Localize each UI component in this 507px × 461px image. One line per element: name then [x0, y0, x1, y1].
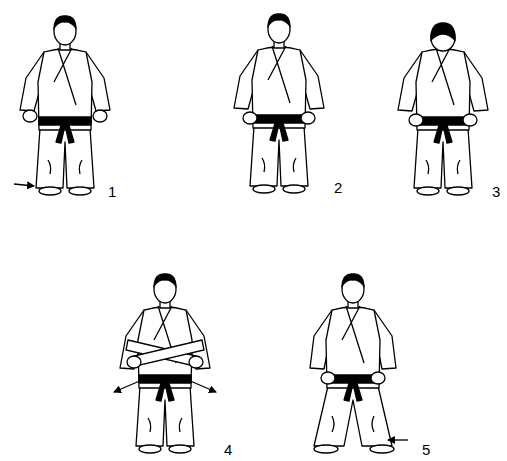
callout-number: 4 [224, 442, 232, 457]
callout-number: 2 [334, 180, 342, 195]
callout-number: 5 [422, 442, 430, 457]
callout-number: 1 [108, 184, 116, 199]
callout-number: 3 [492, 184, 500, 199]
